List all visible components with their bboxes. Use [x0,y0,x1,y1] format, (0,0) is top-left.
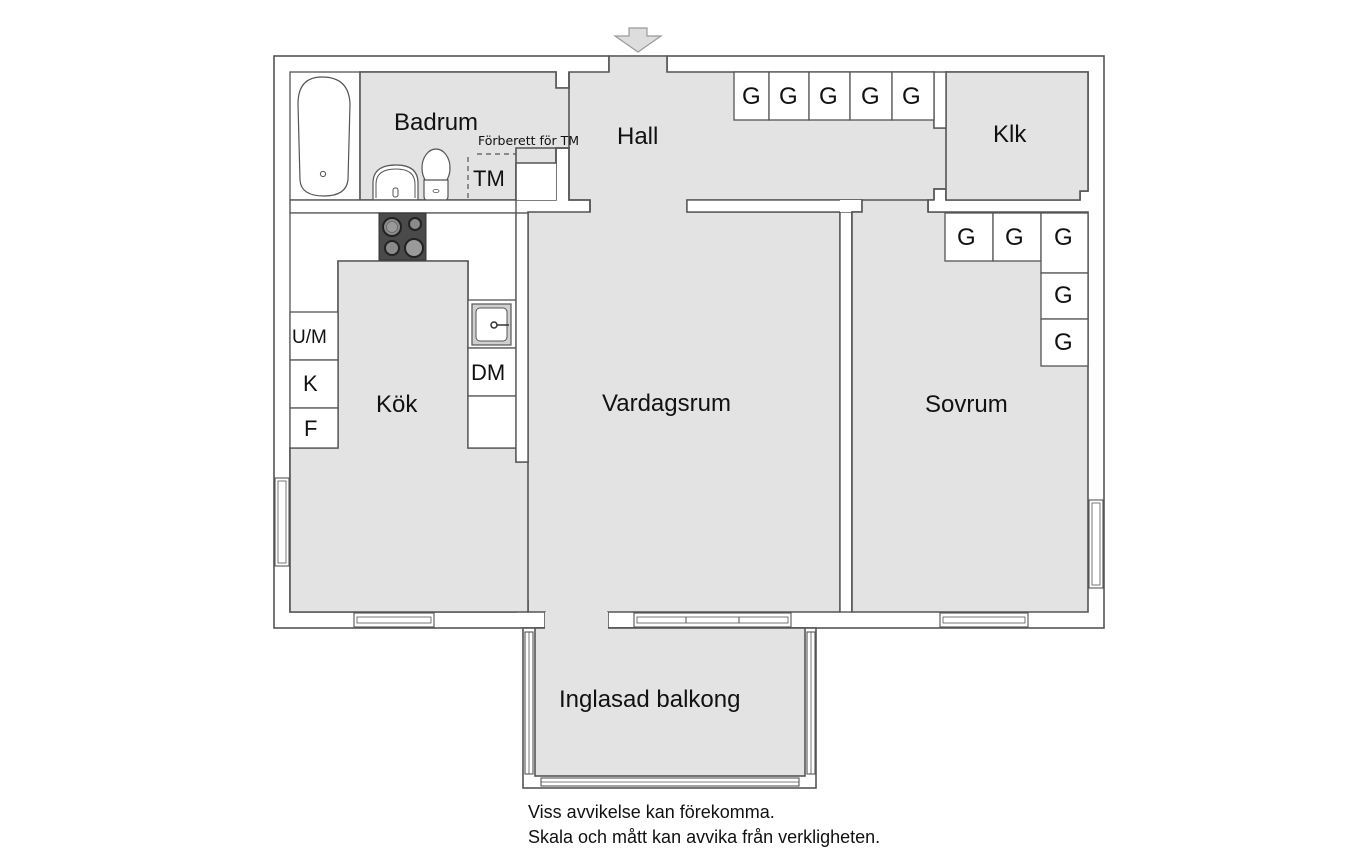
tm-label: TM [473,166,505,191]
room-label-balkong: Inglasad balkong [559,686,740,713]
prepared-for-tm-label: Förberett för TM [478,133,579,148]
room-label-badrum: Badrum [394,109,478,136]
svg-text:G: G [1005,224,1024,251]
disclaimer-line-1: Viss avvikelse kan förekomma. [528,802,775,822]
bedroom-wardrobes: G G G G G [944,212,1089,367]
room-label-kok: Kök [376,391,418,418]
room-label-hall: Hall [617,123,658,150]
kitchen-sink-icon [471,303,512,346]
window-bedroom-right [1088,499,1104,589]
svg-text:G: G [819,83,838,110]
svg-text:G: G [957,224,976,251]
k-cabinet [289,359,339,409]
window-kitchen-bottom [353,612,435,628]
svg-text:G: G [779,83,798,110]
f-label: F [304,416,317,441]
stove-icon [378,212,427,261]
room-label-klk: Klk [993,121,1027,148]
room-label-sovrum: Sovrum [925,391,1008,418]
svg-text:G: G [742,83,761,110]
balcony-floor [534,627,806,777]
entrance-arrow-icon [613,27,663,53]
k-label: K [303,371,318,396]
f-cabinet [289,407,339,449]
hall-wardrobes: G G G G G [733,71,935,121]
window-kitchen-left [274,477,290,567]
toilet-icon [421,148,451,202]
svg-text:G: G [902,83,921,110]
disclaimer-line-2: Skala och mått kan avvika från verklighe… [528,827,881,847]
disclaimer: Viss avvikelse kan förekomma. Skala och … [528,800,880,850]
window-bedroom-bottom [939,612,1029,628]
um-cabinet [289,311,339,361]
room-label-vardagsrum: Vardagsrum [602,390,731,417]
svg-text:G: G [1054,224,1073,251]
svg-text:G: G [1054,329,1073,356]
window-living-bottom [633,612,792,628]
um-label: U/M [292,327,327,348]
washbasin-icon [372,164,419,201]
bathtub-icon [297,76,351,197]
dm-label: DM [471,360,505,385]
klk-floor [945,71,1089,201]
bathtub-drain-icon [319,170,327,178]
svg-text:G: G [1054,282,1073,309]
svg-text:G: G [861,83,880,110]
